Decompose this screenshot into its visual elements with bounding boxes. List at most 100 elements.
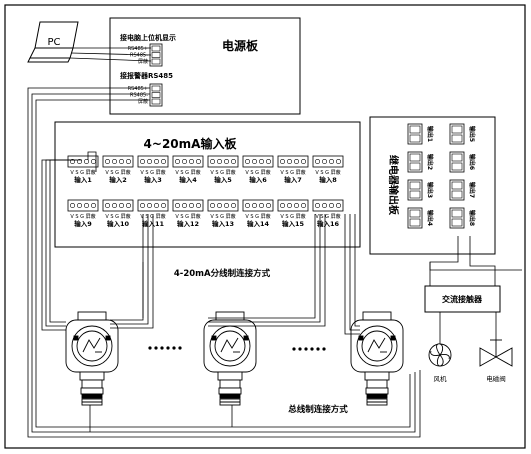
terminal-screw xyxy=(328,203,334,209)
contactor-label: 交流接触器 xyxy=(442,294,483,304)
contactor-box xyxy=(424,285,501,313)
terminal-screw xyxy=(300,159,306,165)
terminal-screw xyxy=(314,203,320,209)
input-channel-label: 输入5 xyxy=(214,175,232,184)
input-channel-label: 输入8 xyxy=(319,175,337,184)
terminal-screw xyxy=(279,159,285,165)
terminal-screw xyxy=(182,203,188,209)
upper-terminal-block xyxy=(149,43,163,67)
relay-output-terminal: 输出5 xyxy=(449,123,476,145)
gas-detector-icon xyxy=(203,311,257,406)
pc-laptop-icon xyxy=(27,21,79,63)
relay-output-label: 输出1 xyxy=(426,126,434,142)
power-board-title: 电源板 xyxy=(222,38,259,53)
terminal-screw xyxy=(154,159,160,165)
terminal-screw xyxy=(91,159,97,165)
terminal-screw xyxy=(77,203,83,209)
terminal-screw xyxy=(77,159,83,165)
terminal-screw xyxy=(189,159,195,165)
terminal-screw xyxy=(335,159,341,165)
terminal-screw xyxy=(175,159,181,165)
bus-wires xyxy=(27,87,421,438)
gas-detector-icon xyxy=(350,311,404,406)
terminal-pin-labels: V S G 屏蔽 xyxy=(280,213,305,220)
relay-output-wires xyxy=(429,236,522,344)
terminal-screw xyxy=(224,159,230,165)
terminal-screw xyxy=(217,159,223,165)
terminal-screw xyxy=(140,203,146,209)
input-channel-label: 输入13 xyxy=(212,219,234,228)
terminal-pin-labels: V S G 屏蔽 xyxy=(280,169,305,176)
branch-wiring-label: 4-20mA分线制连接方式 xyxy=(174,268,271,279)
terminal-screw xyxy=(314,159,320,165)
fan-label: 风机 xyxy=(434,374,448,383)
terminal-screw xyxy=(293,203,299,209)
terminal-pin-labels: V S G 屏蔽 xyxy=(245,169,270,176)
terminal-screw xyxy=(258,159,264,165)
input-channel-label: 输入16 xyxy=(317,219,340,228)
terminal-screw xyxy=(84,203,90,209)
terminal-screw xyxy=(217,203,223,209)
gas-detectors xyxy=(65,311,404,406)
terminal-screw xyxy=(279,203,285,209)
terminal-screw xyxy=(182,159,188,165)
bus-wiring-label: 总线制连接方式 xyxy=(288,404,348,415)
relay-output-label: 输出4 xyxy=(426,210,434,226)
terminal-screw xyxy=(154,203,160,209)
terminal-screw xyxy=(321,203,327,209)
input-channel-label: 输入9 xyxy=(74,219,92,228)
terminal-screw xyxy=(91,203,97,209)
terminal-screw xyxy=(245,159,251,165)
input-channel-label: 输入7 xyxy=(284,175,302,184)
terminal-screw xyxy=(231,159,237,165)
terminal-screw xyxy=(196,203,202,209)
terminal-screw xyxy=(286,203,292,209)
terminal-screw xyxy=(84,159,90,165)
relay-output-terminal: 输出3 xyxy=(407,179,434,201)
terminal-screw xyxy=(335,203,341,209)
relay-output-label: 输出7 xyxy=(468,182,476,198)
upper-terminal-label: RS485+ xyxy=(128,46,148,52)
terminal-screw xyxy=(119,159,125,165)
terminal-screw xyxy=(112,203,118,209)
input-board xyxy=(54,121,361,248)
relay-board-title: 继电器输出板 xyxy=(387,155,400,216)
relay-output-label: 输出5 xyxy=(468,126,476,142)
input-channel-label: 输入15 xyxy=(282,219,305,228)
solenoid-valve-icon xyxy=(479,339,513,367)
power-board xyxy=(109,17,301,115)
terminal-pin-labels: V S G 屏蔽 xyxy=(70,169,95,176)
relay-output-label: 输出8 xyxy=(468,210,476,226)
terminal-screw xyxy=(321,159,327,165)
terminal-pin-labels: V S G 屏蔽 xyxy=(105,213,130,220)
detector-ellipsis xyxy=(148,346,326,351)
terminal-screw xyxy=(196,159,202,165)
upper-terminal-label: RS485- xyxy=(130,53,148,59)
relay-output-terminal: 输出1 xyxy=(407,123,434,145)
terminal-screw xyxy=(210,159,216,165)
terminal-screw xyxy=(175,203,181,209)
terminal-screw xyxy=(293,159,299,165)
terminal-screw xyxy=(70,203,76,209)
input-channel-label: 输入2 xyxy=(109,175,127,184)
terminal-screw xyxy=(147,159,153,165)
terminal-screw xyxy=(252,203,258,209)
terminal-screw xyxy=(112,159,118,165)
branch-wires xyxy=(41,151,360,335)
terminal-pin-labels: V S G 屏蔽 xyxy=(210,169,235,176)
relay-output-terminal: 输出4 xyxy=(407,207,434,229)
terminal-pin-labels: V S G 屏蔽 xyxy=(105,169,130,176)
input-channel-label: 输入6 xyxy=(249,175,267,184)
terminal-screw xyxy=(161,203,167,209)
terminal-screw xyxy=(286,159,292,165)
input-channel-label: 输入10 xyxy=(107,219,130,228)
